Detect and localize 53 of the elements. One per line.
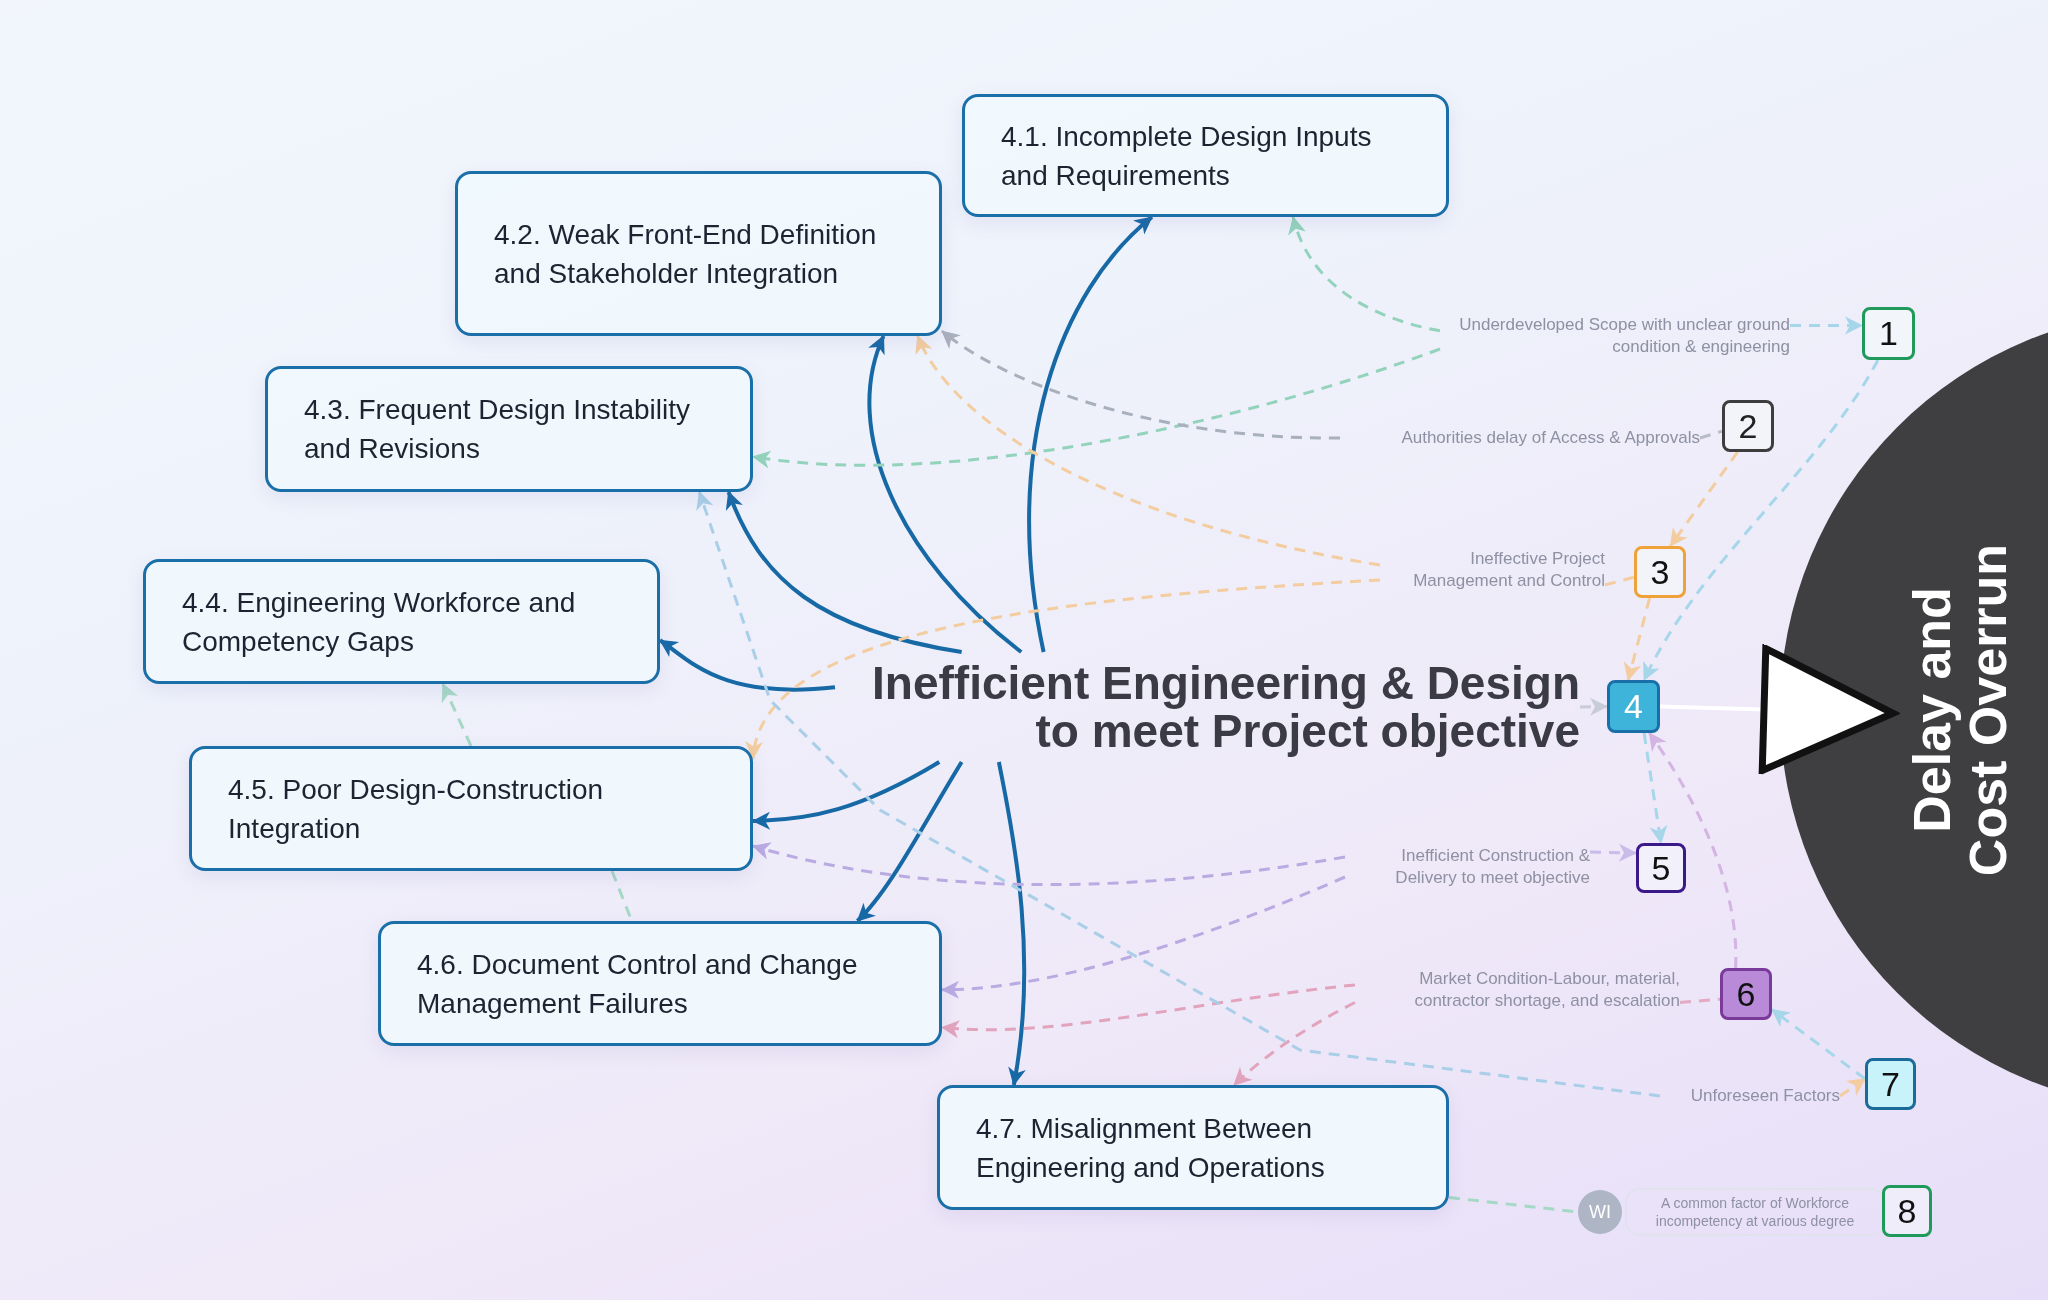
factor-text: Market Condition-Labour, material, contractor shortage, and escalation xyxy=(1355,965,1680,1015)
cause-box: 4.1. Incomplete Design Inputs and Requirements xyxy=(962,94,1449,217)
cause-box: 4.3. Frequent Design Instability and Revisions xyxy=(265,366,753,492)
factor-text: Authorities delay of Access & Approvals xyxy=(1340,425,1700,451)
dashed-arrow xyxy=(696,491,1661,1098)
dashed-arrow xyxy=(1648,732,1738,968)
cause-box: 4.5. Poor Design-Construction Integration xyxy=(189,746,753,871)
dashed-arrow xyxy=(941,983,1356,1038)
dashed-arrow xyxy=(916,335,1381,567)
arrow xyxy=(867,335,1023,654)
arrow xyxy=(1027,215,1154,653)
dashed-arrow xyxy=(752,841,1346,886)
dashed-arrow xyxy=(441,683,473,747)
factor-text: Ineffective Project Management and Control xyxy=(1380,545,1605,595)
cause-box: 4.2. Weak Front-End Definition and Stakeholder Integration xyxy=(455,171,942,336)
cause-box: 4.4. Engineering Workforce and Competency Gaps xyxy=(143,559,660,684)
dashed-arrow xyxy=(748,578,1381,760)
dashed-arrow xyxy=(1642,359,1880,681)
number-badge: 1 xyxy=(1862,307,1915,360)
dashed-arrow xyxy=(1232,1001,1356,1087)
cause-box: 4.7. Misalignment Between Engineering and Operations xyxy=(937,1085,1449,1210)
dashed-arrow xyxy=(941,329,1341,440)
arrow xyxy=(658,638,836,692)
number-badge: 7 xyxy=(1865,1058,1916,1110)
number-badge: 6 xyxy=(1720,968,1772,1020)
dashed-arrow xyxy=(941,875,1346,999)
factor-text: Inefficient Construction & Delivery to meet objective xyxy=(1345,842,1590,892)
number-badge: 5 xyxy=(1636,843,1686,893)
arrow xyxy=(752,760,941,830)
dashed-arrow xyxy=(1839,1077,1866,1098)
factor-text: Underdeveloped Scope with unclear ground condition & engineering xyxy=(1440,310,1790,362)
flow-arrow xyxy=(1659,645,1897,774)
cause-box: 4.6. Document Control and Change Management Failures xyxy=(378,921,942,1046)
dashed-arrow xyxy=(1289,216,1441,333)
factor-text: Unforeseen Factors xyxy=(1660,1083,1840,1109)
arrow xyxy=(855,760,964,923)
central-statement: Inefficient Engineering & Design to meet Project objective xyxy=(835,652,1580,762)
dashed-arrow xyxy=(1623,597,1652,681)
dashed-arrow xyxy=(1579,697,1608,716)
dashed-arrow xyxy=(1790,316,1863,335)
outcome-label: Delay and Cost Overrun xyxy=(1904,542,2016,879)
arrow xyxy=(726,491,962,654)
number-badge: 3 xyxy=(1634,546,1686,598)
dashed-arrow xyxy=(1642,732,1668,844)
dashed-arrow xyxy=(1771,1008,1866,1080)
number-badge: 4 xyxy=(1607,680,1660,733)
arrow xyxy=(996,761,1027,1086)
number-badge: 8 xyxy=(1882,1185,1932,1237)
initials-circle: WI xyxy=(1578,1190,1622,1234)
dashed-arrow xyxy=(752,347,1441,468)
dashed-arrow xyxy=(1589,843,1637,862)
number-badge: 2 xyxy=(1722,400,1774,452)
dashed-arrow xyxy=(1669,451,1739,547)
